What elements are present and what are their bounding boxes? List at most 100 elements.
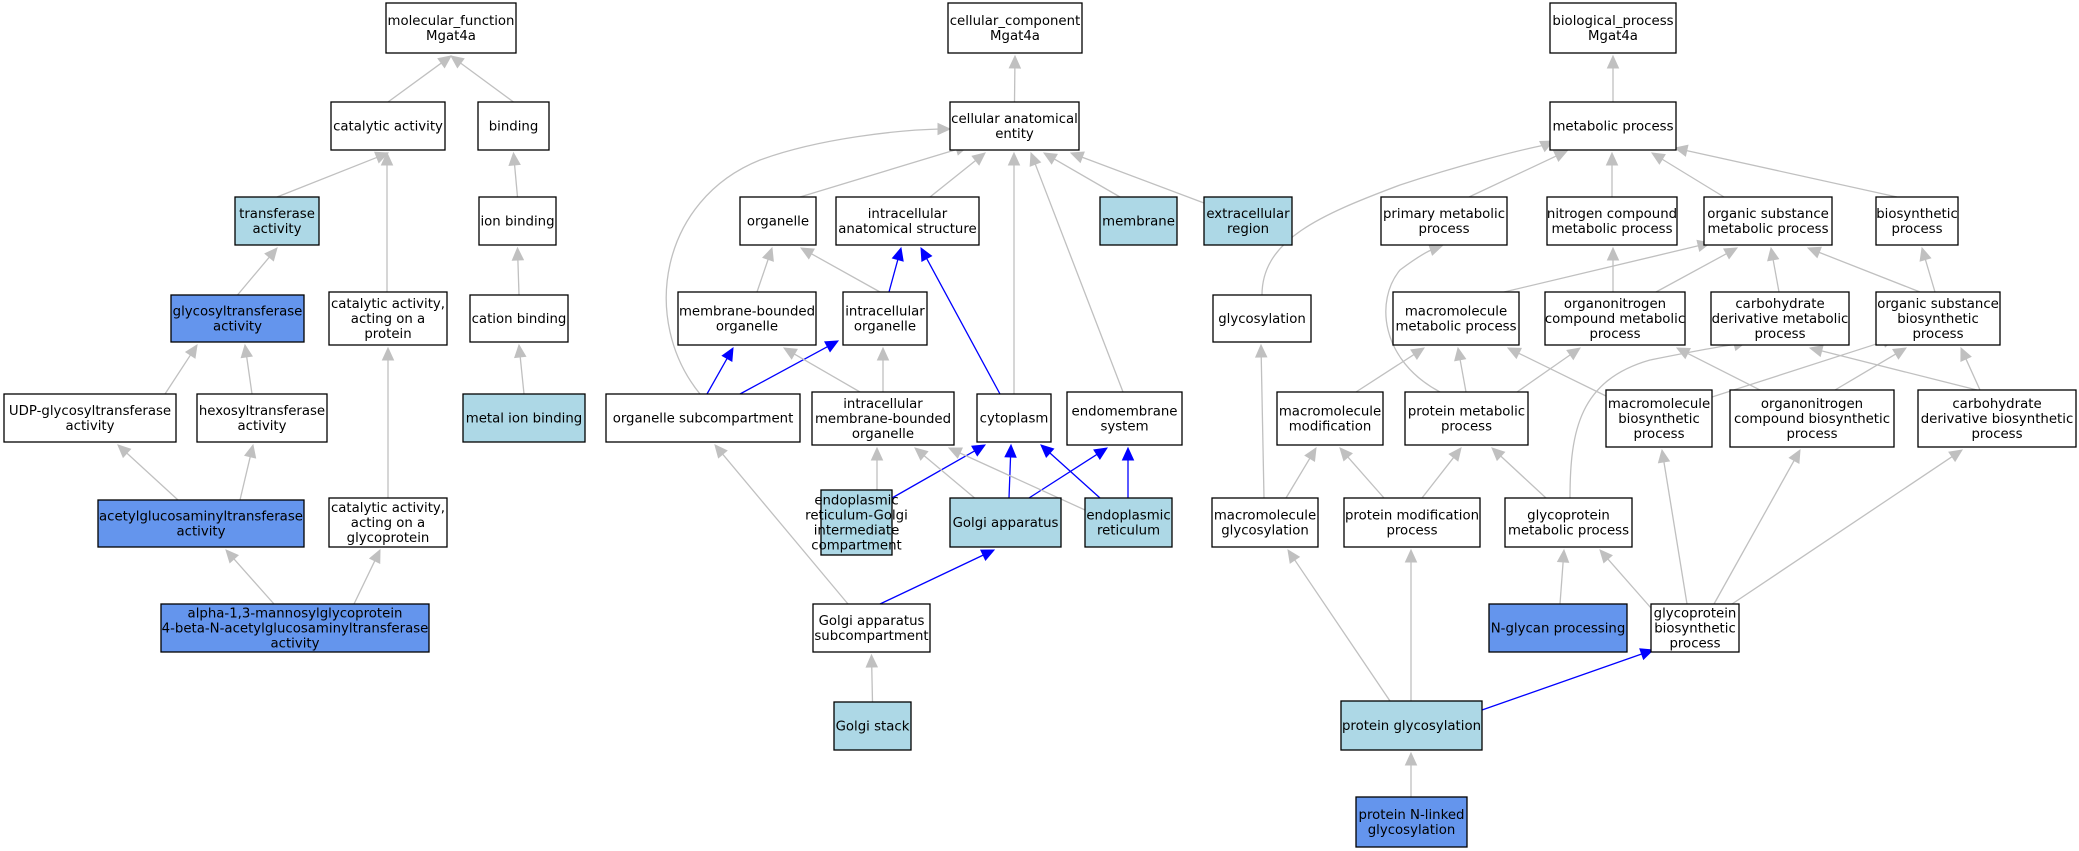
edge-arrowhead-carb_deriv_met-to-organic_met: [1767, 246, 1780, 262]
node-metal-ion: metal ion binding: [462, 393, 586, 443]
node-box-organic-bio: [1875, 291, 2001, 346]
edge-line-glycosyltransferase-to-transferase: [237, 256, 270, 296]
node-label-line: compartment: [811, 539, 901, 554]
edge-er-to-imbo: [947, 447, 1086, 511]
node-label-line: reticulum-Golgi: [805, 509, 908, 524]
node-label-line: alpha-1,3-mannosylglycoprotein: [188, 607, 403, 622]
edge-cation_binding-to-ion_binding: [511, 246, 525, 296]
edge-arrowhead-nitrogen-to-metabolic: [1605, 151, 1619, 166]
node-label-line: intracellular: [845, 305, 925, 320]
edge-line-protein_glyco-to-macro_glyco: [1294, 559, 1391, 702]
node-label-line: organelle subcompartment: [613, 412, 794, 427]
edge-line-hexosyl-to-glycosyltransferase: [246, 356, 253, 395]
node-label-line: macromolecule: [1214, 509, 1316, 524]
node-label-line: UDP-glycosyltransferase: [9, 404, 171, 419]
node-label-line: subcompartment: [814, 629, 928, 644]
node-label-line: Golgi apparatus: [953, 516, 1059, 531]
node-box-io: [842, 291, 928, 346]
edge-arrowhead-osc-to-io: [824, 340, 840, 353]
edge-arrowhead-organic_bio-to-biosynthetic: [1919, 246, 1932, 262]
node-box-ion-binding: [478, 196, 557, 246]
edge-io-to-organelle: [799, 247, 881, 293]
node-box-golgi-stack: [833, 701, 912, 751]
edge-metal_ion-to-cation_binding: [514, 343, 527, 395]
edge-udp_glyco-to-glycosyltransferase: [164, 343, 198, 395]
edge-membrane-to-cae: [1042, 152, 1121, 198]
node-label-line: activity: [252, 222, 301, 237]
edge-protein_glyco-to-protein_mod: [1404, 548, 1418, 701]
edge-macro_met-to-organic_met: [1482, 239, 1712, 298]
edge-carb_deriv_bio-to-organic_bio: [1960, 346, 1981, 391]
node-box-glycosylation: [1212, 294, 1312, 343]
edge-extracellular-to-cae: [1069, 151, 1205, 204]
node-label-line: endoplasmic: [1086, 509, 1170, 524]
edge-line-biosynthetic-to-metabolic: [1686, 149, 1898, 198]
edge-macro_glyco-to-glycosylation: [1254, 343, 1268, 499]
node-label-line: hexosyltransferase: [199, 404, 325, 419]
edge-line-macro_glyco-to-glycosylation: [1260, 356, 1265, 499]
node-label-line: glycosyltransferase: [173, 305, 303, 320]
edge-line-io-to-organelle: [811, 253, 881, 293]
node-label-line: metabolic process: [1552, 120, 1673, 135]
node-box-organic-met: [1703, 196, 1833, 246]
edge-arrowhead-metabolic-to-bp_root: [1606, 54, 1620, 69]
node-label-line: intracellular: [843, 397, 923, 412]
edge-hexosyl-to-glycosyltransferase: [240, 343, 253, 395]
node-label-line: carbohydrate: [1735, 297, 1824, 312]
edge-line-metal_ion-to-cation_binding: [519, 356, 525, 395]
node-label-line: modification: [1289, 420, 1372, 435]
edge-arrowhead-organic_met-to-metabolic: [1650, 152, 1666, 165]
edge-arrowhead-glycoprotein_bio-to-organonitrogen_bio: [1788, 448, 1801, 464]
edge-line-golgi_stack-to-gas: [871, 666, 874, 703]
node-label-line: organonitrogen: [1761, 397, 1863, 412]
edge-arrowhead-golgi-to-endomembrane: [1093, 447, 1109, 461]
edge-protein_glyco-to-glycoprotein_bio: [1481, 648, 1655, 711]
node-label-line: membrane-bounded: [679, 305, 815, 320]
edge-line-macro_glyco-to-macro_mod: [1285, 457, 1311, 499]
node-osc: organelle subcompartment: [605, 393, 801, 443]
edge-arrowhead-carb_deriv_bio-to-organic_bio: [1960, 346, 1972, 362]
edge-protein_glyco-to-macro_glyco: [1287, 549, 1391, 702]
edge-arrowhead-ergic-to-imbo: [870, 446, 884, 461]
edge-arrowhead-carb_deriv_bio-to-carb_deriv_met: [1808, 344, 1824, 358]
node-box-primary: [1380, 196, 1508, 246]
node-cation-binding: cation binding: [469, 294, 569, 343]
edge-line-organic_bio-to-biosynthetic: [1924, 259, 1936, 293]
node-label-line: compound metabolic: [1545, 312, 1685, 327]
edge-golgi-to-imbo: [914, 447, 978, 501]
edge-organonitrogen_bio-to-organic_bio: [1834, 347, 1908, 391]
edge-arrowhead-organic_bio-to-organic_met: [1806, 246, 1822, 259]
edge-carb_deriv_met-to-organic_met: [1767, 246, 1780, 293]
node-box-protein-mod: [1343, 497, 1481, 548]
edge-line-organonitrogen_bio-to-organonitrogen_met: [1687, 352, 1761, 391]
edge-gas-to-osc: [714, 444, 849, 605]
edge-line-organic_bio-to-organic_met: [1818, 251, 1921, 293]
node-alpha13: alpha-1,3-mannosylglycoprotein4-beta-N-a…: [160, 603, 430, 653]
edge-line-organelle-to-cae: [799, 148, 957, 198]
node-label-line: biosynthetic: [1876, 207, 1958, 222]
edge-line-cation_binding-to-ion_binding: [517, 259, 520, 296]
edge-arrowhead-golgi-to-cytoplasm: [1004, 443, 1017, 458]
edge-arrowhead-membrane-to-cae: [1042, 152, 1058, 165]
edge-mbo-to-organelle: [756, 246, 774, 293]
node-cat-glycoprotein: catalytic activity,acting on aglycoprote…: [328, 497, 448, 548]
node-box-metal-ion: [462, 393, 586, 443]
edge-protein_mod-to-protein_met: [1421, 447, 1462, 499]
edge-arrowhead-protein_glyco-to-macro_glyco: [1287, 549, 1301, 564]
edge-arrowhead-glycosyltransferase-to-transferase: [264, 247, 278, 262]
node-label-line: derivative biosynthetic: [1921, 412, 2074, 427]
edge-line-glycoprotein_met-to-carb_deriv_met: [1569, 343, 1739, 499]
node-box-mbo: [677, 291, 817, 346]
edge-arrowhead-protein_glyco-to-protein_mod: [1404, 548, 1418, 563]
node-label-line: organic substance: [1707, 207, 1829, 222]
node-label-line: molecular_function: [388, 14, 515, 29]
edge-arrowhead-osc-to-cae: [937, 122, 952, 136]
edge-line-cytoplasm-to-ias: [926, 258, 1001, 395]
edge-arrowhead-protein_met-to-organonitrogen_met: [1566, 347, 1581, 361]
node-catalytic: catalytic activity: [330, 101, 446, 151]
node-box-alpha13: [160, 603, 430, 653]
